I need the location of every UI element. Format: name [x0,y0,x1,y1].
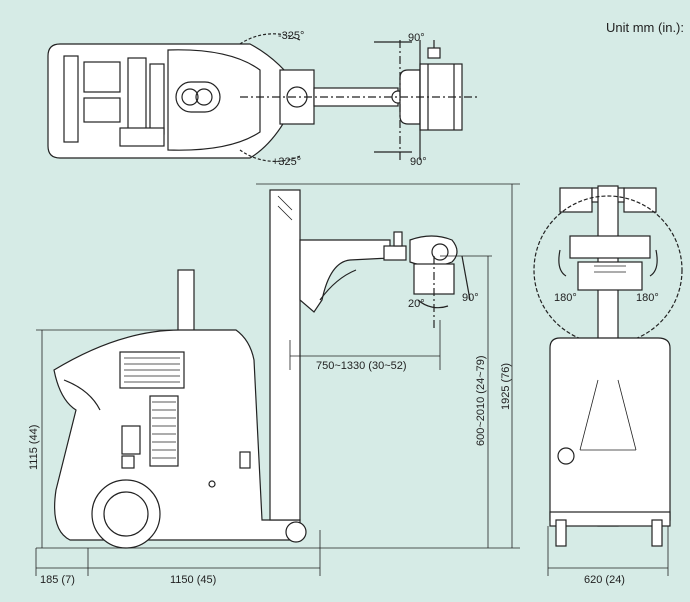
base-width-label: 620 (24) [584,574,625,586]
head-angle-bottom-label: 90° [410,156,427,168]
tilt-large-label: 90° [462,292,479,304]
front-offset-label: 185 (7) [40,574,75,586]
tilt-small-label: 20° [408,298,425,310]
body-height-label: 1115 (44) [28,424,40,470]
arm-reach-label: 750~1330 (30~52) [316,360,407,372]
side-view-unit [53,189,471,549]
arm-height-label: 600~2010 (24~79) [475,355,487,446]
rotation-plus-label: +325° [272,156,302,168]
rotation-minus-label: -325° [278,30,305,42]
dimension-lines [35,183,669,576]
base-length-label: 1150 (45) [170,574,217,586]
head-angle-top-label: 90° [408,32,425,44]
unit-label: Unit mm (in.): [606,20,684,35]
front-view-unit [533,185,683,547]
overall-height-label: 1925 (76) [500,362,512,410]
rotate-left-label: 180° [554,292,577,304]
top-view-unit [47,33,478,162]
rotate-right-label: 180° [636,292,659,304]
